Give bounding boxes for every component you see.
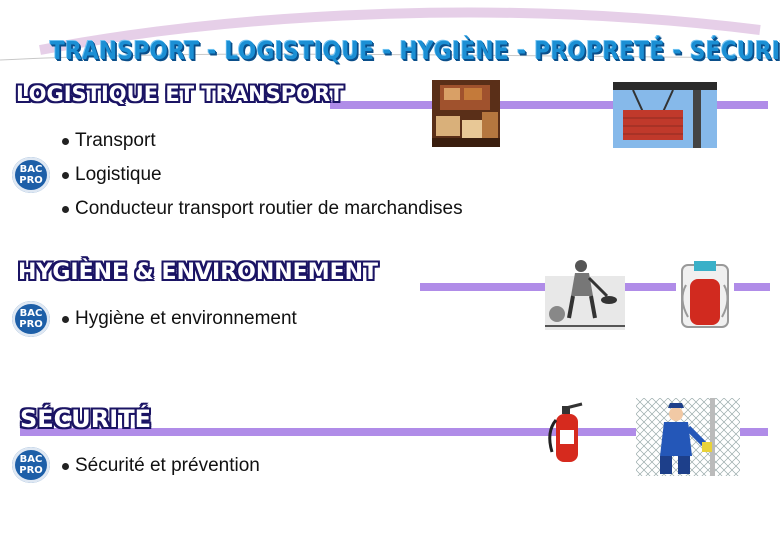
list-item: Transport xyxy=(62,130,156,152)
section-bar-securite xyxy=(20,428,768,436)
fire-extinguisher-illustration xyxy=(544,402,592,464)
section-heading-logistique: LOGISTIQUE ET TRANSPORT xyxy=(16,82,344,106)
list-item: Sécurité et prévention xyxy=(62,455,260,477)
bullet-icon xyxy=(62,137,69,145)
warehouse-boxes-photo xyxy=(432,80,500,147)
section-heading-securite: SÉCURITÉ xyxy=(20,405,151,433)
bullet-icon xyxy=(62,462,69,470)
list-item: Logistique xyxy=(62,164,162,186)
bullet-icon xyxy=(62,205,69,213)
security-guard-fence-illustration xyxy=(636,398,740,476)
main-title: TRANSPORT - LOGISTIQUE - HYGIÈNE - PROPR… xyxy=(50,36,780,65)
cleaning-worker-illustration xyxy=(545,256,625,330)
fire-extinguisher-cabinet-illustration xyxy=(676,255,734,331)
bullet-icon xyxy=(62,315,69,323)
section-heading-hygiene: HYGIÈNE & ENVIRONNEMENT xyxy=(18,260,379,285)
list-item: Hygiène et environnement xyxy=(62,308,297,330)
section-bar-logistique xyxy=(330,101,768,109)
header-swoosh xyxy=(0,0,780,61)
container-crane-photo xyxy=(613,82,717,148)
list-item: Conducteur transport routier de marchand… xyxy=(62,198,463,220)
bullet-icon xyxy=(62,171,69,179)
